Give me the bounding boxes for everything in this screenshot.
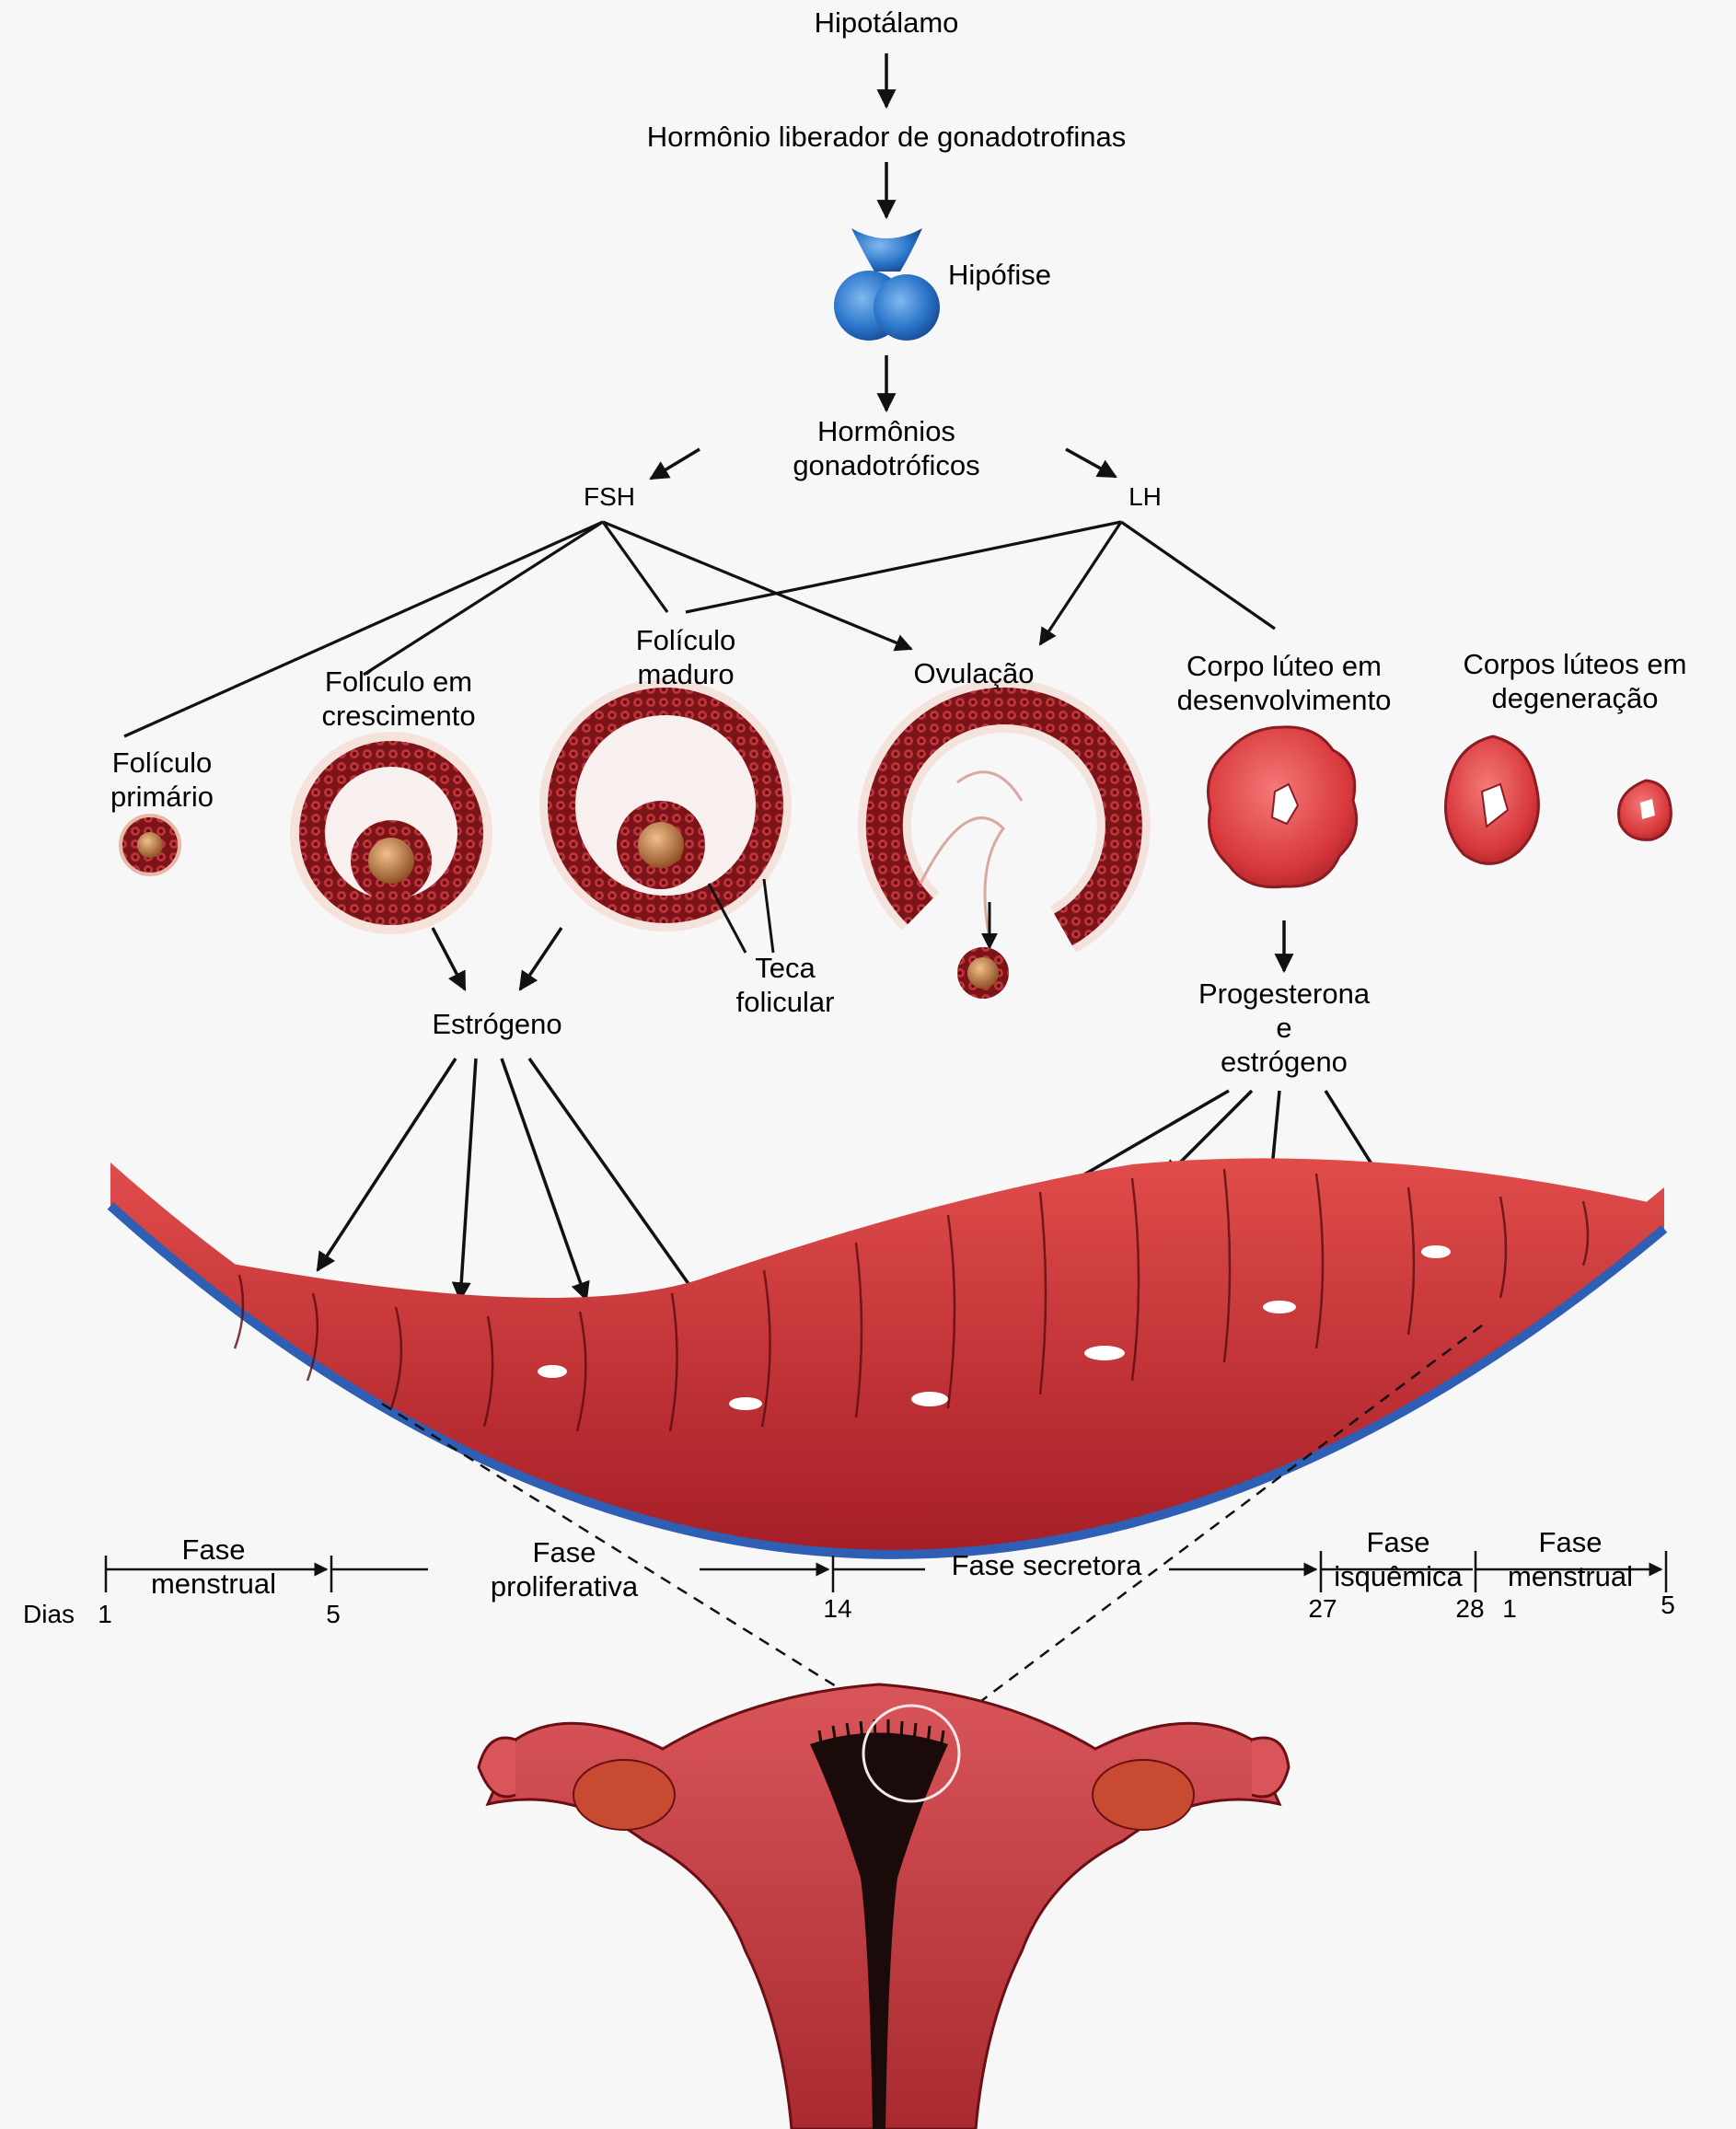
cycle-timeline [104,1551,1668,1592]
label-lh: LH [1128,482,1162,511]
label-phase-menstrual-2: Fase menstrual [1507,1526,1634,1592]
tick-day-27: 27 [1308,1594,1337,1623]
label-developing-corpus-luteum: Corpo lúteo em desenvolvimento [1176,650,1392,716]
tick-day-5-next: 5 [1661,1591,1675,1619]
ovulating-follicle [857,678,1151,999]
label-days: Dias [23,1600,75,1628]
theca-pointers [707,878,775,954]
label-phase-secretory: Fase secretora [951,1549,1142,1581]
label-growing-follicle: Folículo em crescimento [321,665,476,732]
fsh-lh-lines [123,520,1276,738]
estrogen-target-arrows [316,1057,720,1327]
detail-callout-lines [381,1325,1483,1717]
growing-follicle [290,732,492,934]
endometrium-section [107,1158,1668,1559]
uterus-illustration [477,1683,1290,2129]
tick-day-1: 1 [98,1600,112,1628]
tick-day-28: 28 [1455,1594,1485,1623]
label-estrogen: Estrógeno [432,1008,562,1040]
label-gonadotropic-hormones: Hormônios gonadotróficos [793,415,980,481]
label-pituitary: Hipófise [948,259,1051,291]
cascade-arrows [649,53,1117,480]
label-phase-menstrual-1: Fase menstrual [150,1533,277,1600]
mature-follicle [539,679,792,931]
primary-follicle [119,814,181,876]
tick-day-14: 14 [823,1594,852,1623]
label-ovulation: Ovulação [913,657,1035,689]
label-gnrh: Hormônio liberador de gonadotrofinas [646,121,1127,153]
label-phase-ischemic: Fase isquêmica [1334,1526,1463,1592]
label-primary-follicle: Folículo primário [110,746,214,813]
degenerating-corpora-lutea [1443,735,1672,865]
pituitary-gland [834,228,940,341]
estrogen-source-arrows [431,927,563,991]
developing-corpus-luteum [1207,725,1359,974]
label-mature-follicle: Folículo maduro [635,624,736,690]
tick-day-5: 5 [326,1600,341,1628]
label-fsh: FSH [584,482,635,511]
label-degenerating-corpora-lutea: Corpos lúteos em degeneração [1463,648,1687,714]
label-hypothalamus: Hipotálamo [814,6,959,39]
label-phase-proliferative: Fase proliferativa [490,1536,639,1603]
label-theca: Teca folicular [735,952,835,1018]
tick-day-1-next: 1 [1502,1594,1517,1623]
label-progesterone-estrogen: Progesterona e estrógeno [1198,978,1371,1078]
